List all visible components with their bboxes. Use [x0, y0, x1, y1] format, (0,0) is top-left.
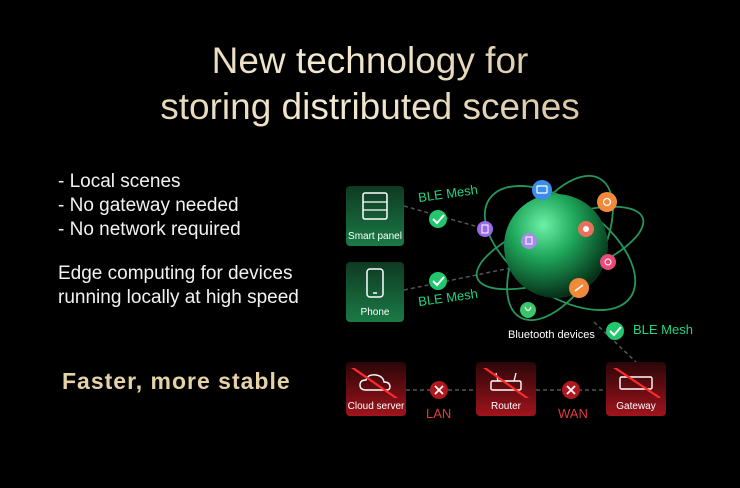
- cloud-icon: [346, 368, 406, 398]
- cross-icons: [430, 381, 580, 399]
- smart-panel-card: Smart panel: [346, 186, 404, 246]
- edge-line-2: running locally at high speed: [58, 287, 299, 308]
- router-label: Router: [490, 401, 521, 412]
- ble-mesh-label-3: BLE Mesh: [633, 322, 693, 337]
- feature-item-no-gateway: - No gateway needed: [58, 195, 239, 216]
- router-card: Router: [476, 362, 536, 416]
- feature-item-local-scenes: - Local scenes: [58, 171, 181, 192]
- tagline: Faster, more stable: [62, 368, 291, 394]
- edge-line-1: Edge computing for devices: [58, 263, 293, 284]
- bluetooth-devices-label: Bluetooth devices: [508, 329, 595, 341]
- feature-list: - Local scenes - No gateway needed - No …: [58, 170, 241, 242]
- gateway-icon: [606, 368, 666, 398]
- feature-item-no-network: - No network required: [58, 219, 241, 240]
- device-nodes: [477, 180, 617, 318]
- router-icon: [476, 368, 536, 398]
- wan-label: WAN: [558, 406, 588, 421]
- smart-panel-icon: [346, 192, 404, 220]
- lan-label: LAN: [426, 406, 452, 421]
- check-icons: [429, 210, 624, 340]
- edge-computing-text: Edge computing for devices running local…: [58, 262, 299, 310]
- phone-label: Phone: [360, 307, 390, 318]
- phone-card: Phone: [346, 262, 404, 322]
- gateway-label: Gateway: [616, 401, 656, 412]
- gateway-card: Gateway: [606, 362, 666, 416]
- phone-icon: [346, 268, 404, 298]
- cloud-server-card: Cloud server: [346, 362, 406, 416]
- cloud-server-label: Cloud server: [347, 401, 405, 412]
- smart-panel-label: Smart panel: [348, 231, 402, 242]
- mesh-sphere: [504, 194, 608, 298]
